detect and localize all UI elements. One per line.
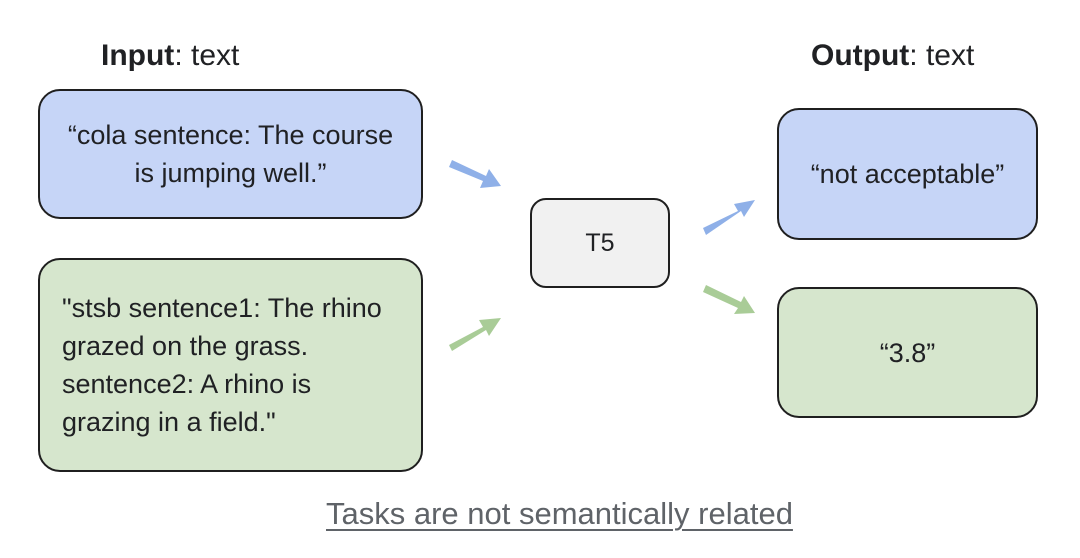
model-label: T5	[585, 229, 615, 257]
output-text-cola: “not acceptable”	[810, 159, 1005, 189]
output-box-stsb: “3.8”	[777, 287, 1038, 418]
output-box-cola: “not acceptable”	[777, 108, 1038, 240]
input-box-stsb: "stsb sentence1: The rhino grazed on the…	[38, 258, 423, 472]
input-heading-type: : text	[174, 39, 240, 72]
input-text-cola: “cola sentence: The course is jumping we…	[67, 120, 394, 188]
model-box-t5: T5	[530, 198, 670, 288]
input-heading: Input: text	[101, 38, 239, 74]
input-text-stsb: "stsb sentence1: The rhino grazed on the…	[62, 293, 382, 437]
input-box-cola: “cola sentence: The course is jumping we…	[38, 89, 423, 219]
arrow-input-stsb-to-model	[449, 318, 501, 351]
footer-note: Tasks are not semantically related	[326, 496, 793, 531]
arrow-input-cola-to-model	[449, 160, 501, 188]
output-heading: Output: text	[811, 38, 974, 74]
output-heading-type: : text	[909, 39, 975, 72]
arrow-model-to-output-stsb	[703, 285, 755, 314]
input-heading-label: Input	[101, 39, 175, 72]
output-text-stsb: “3.8”	[879, 337, 936, 368]
arrow-model-to-output-cola	[703, 200, 755, 235]
output-heading-label: Output	[811, 39, 910, 72]
